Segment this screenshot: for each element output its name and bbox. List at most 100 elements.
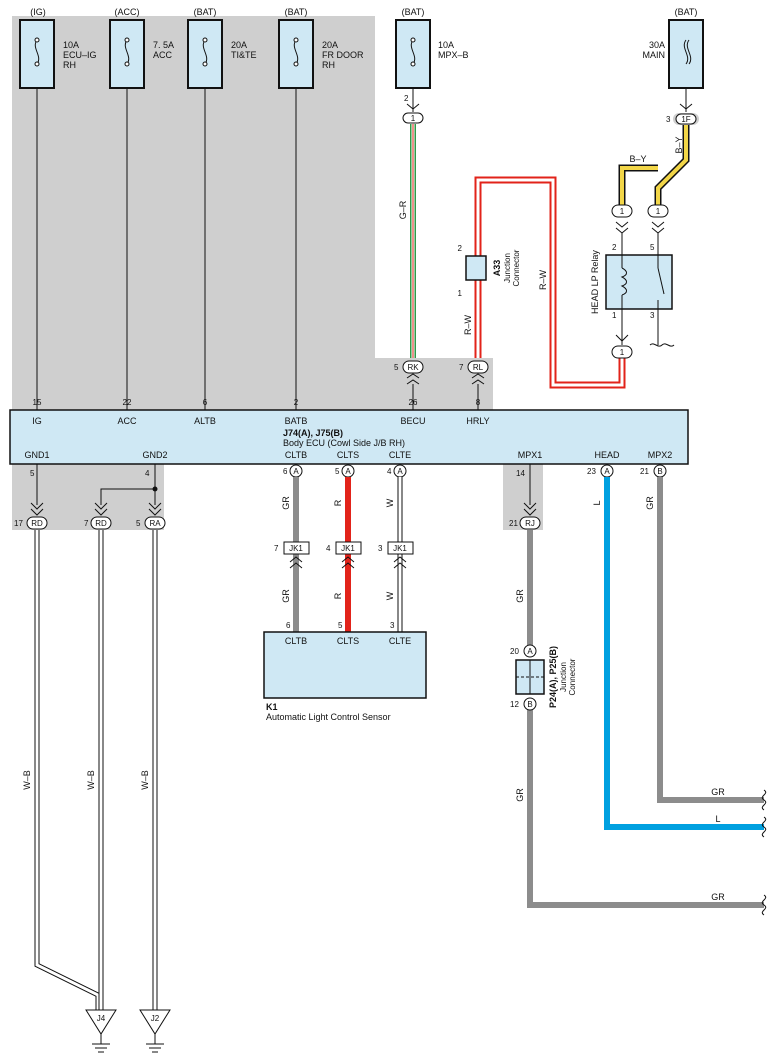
svg-text:2: 2 — [458, 244, 463, 253]
svg-text:A33: A33 — [492, 260, 502, 277]
svg-text:(BAT): (BAT) — [675, 7, 698, 17]
svg-text:22: 22 — [123, 398, 132, 407]
svg-text:4: 4 — [145, 469, 150, 478]
svg-text:G–R: G–R — [398, 200, 408, 219]
svg-text:5: 5 — [136, 519, 141, 528]
svg-text:21: 21 — [509, 519, 518, 528]
svg-text:1: 1 — [612, 311, 617, 320]
svg-text:5: 5 — [650, 243, 655, 252]
svg-text:1F: 1F — [681, 115, 690, 124]
head-wire: L L — [592, 477, 764, 830]
svg-text:MPX–B: MPX–B — [438, 50, 469, 60]
svg-text:6: 6 — [203, 398, 208, 407]
svg-text:Connector: Connector — [512, 249, 521, 286]
head-lp-relay: 2 5 1 3 HEAD LP Relay 1 — [590, 233, 675, 359]
svg-text:FR DOOR: FR DOOR — [322, 50, 364, 60]
svg-text:12: 12 — [510, 700, 519, 709]
wire-g-r: 2 1 G–R — [398, 88, 424, 358]
ground-j2: J2 — [139, 1009, 171, 1053]
svg-text:Body ECU (Cowl Side J/B RH): Body ECU (Cowl Side J/B RH) — [283, 438, 405, 448]
svg-text:5: 5 — [338, 621, 343, 630]
svg-text:MAIN: MAIN — [643, 50, 666, 60]
svg-text:W–B: W–B — [140, 770, 150, 790]
svg-text:6: 6 — [286, 621, 291, 630]
relay-connector-in: 1 1 — [611, 204, 669, 234]
svg-text:20: 20 — [510, 647, 519, 656]
svg-text:ALTB: ALTB — [194, 416, 216, 426]
svg-text:3: 3 — [666, 115, 671, 124]
svg-text:JK1: JK1 — [289, 544, 303, 553]
svg-text:W–B: W–B — [22, 770, 32, 790]
svg-text:L: L — [715, 814, 720, 824]
svg-text:A: A — [345, 467, 351, 476]
svg-text:HEAD: HEAD — [594, 450, 620, 460]
svg-text:3: 3 — [390, 621, 395, 630]
svg-text:5: 5 — [30, 469, 35, 478]
svg-text:W: W — [385, 498, 395, 507]
svg-text:BECU: BECU — [400, 416, 425, 426]
svg-text:L: L — [592, 500, 602, 505]
svg-text:ECU–IG: ECU–IG — [63, 50, 97, 60]
wire-b-y: 3 1F B–Y B–Y — [618, 88, 699, 205]
ecu-bottom-connectors: 5 4 6 A 5 A 4 A 14 23 A 21 B — [30, 464, 667, 478]
svg-text:A: A — [527, 647, 533, 656]
svg-text:6: 6 — [283, 467, 288, 476]
svg-text:TI&TE: TI&TE — [231, 50, 257, 60]
svg-text:GR: GR — [515, 788, 525, 802]
svg-text:1: 1 — [620, 348, 625, 357]
svg-text:1: 1 — [458, 289, 463, 298]
ground-j4: J4 — [85, 1009, 117, 1053]
svg-text:GR: GR — [281, 496, 291, 510]
svg-text:(IG): (IG) — [30, 7, 46, 17]
svg-text:30A: 30A — [649, 40, 665, 50]
fuse-mpx-b: (BAT) 10A MPX–B — [395, 7, 469, 89]
svg-text:GR: GR — [515, 589, 525, 603]
svg-text:CLTS: CLTS — [337, 450, 359, 460]
connector-rk: 5 RK — [394, 360, 424, 410]
svg-text:CLTE: CLTE — [389, 450, 411, 460]
svg-text:A: A — [604, 467, 610, 476]
svg-text:MPX2: MPX2 — [648, 450, 673, 460]
svg-text:(ACC): (ACC) — [115, 7, 140, 17]
junction-connector-a33: 2 1 A33 Junction Connector — [458, 244, 521, 298]
svg-text:Junction: Junction — [503, 253, 512, 283]
svg-text:1: 1 — [656, 207, 661, 216]
svg-text:RK: RK — [407, 363, 419, 372]
svg-text:R: R — [333, 592, 343, 599]
svg-text:R: R — [333, 499, 343, 506]
svg-text:5: 5 — [335, 467, 340, 476]
svg-text:IG: IG — [32, 416, 42, 426]
svg-text:J2: J2 — [151, 1014, 160, 1023]
svg-text:CLTB: CLTB — [285, 636, 307, 646]
body-ecu: 15 22 6 2 26 8 IG ACC ALTB BATB BECU HRL… — [9, 398, 689, 465]
svg-text:(BAT): (BAT) — [194, 7, 217, 17]
svg-text:MPX1: MPX1 — [518, 450, 543, 460]
svg-text:ACC: ACC — [117, 416, 137, 426]
svg-text:B–Y: B–Y — [629, 154, 646, 164]
svg-text:R–W: R–W — [538, 269, 548, 290]
svg-text:8: 8 — [476, 398, 481, 407]
svg-text:ACC: ACC — [153, 50, 173, 60]
svg-text:1: 1 — [411, 114, 416, 123]
svg-text:23: 23 — [587, 467, 596, 476]
svg-text:1: 1 — [620, 207, 625, 216]
junction-jk1: 7 JK1 4 JK1 3 JK1 — [274, 541, 414, 569]
svg-text:Automatic Light Control Sensor: Automatic Light Control Sensor — [266, 712, 391, 722]
svg-text:20A: 20A — [231, 40, 247, 50]
svg-text:GND1: GND1 — [24, 450, 49, 460]
svg-text:RL: RL — [473, 363, 484, 372]
svg-text:JK1: JK1 — [341, 544, 355, 553]
svg-text:GR: GR — [281, 589, 291, 603]
mpx2-wire: GR GR — [645, 477, 764, 803]
svg-text:3: 3 — [650, 311, 655, 320]
svg-text:B: B — [657, 467, 662, 476]
svg-text:4: 4 — [387, 467, 392, 476]
svg-text:(BAT): (BAT) — [402, 7, 425, 17]
svg-text:21: 21 — [640, 467, 649, 476]
mpx1-wire: 21 RJ GR GR GR — [509, 464, 764, 908]
svg-text:17: 17 — [14, 519, 23, 528]
wire-r-w: R–W R–W — [463, 176, 626, 389]
svg-text:7. 5A: 7. 5A — [153, 40, 174, 50]
svg-text:RA: RA — [149, 519, 161, 528]
